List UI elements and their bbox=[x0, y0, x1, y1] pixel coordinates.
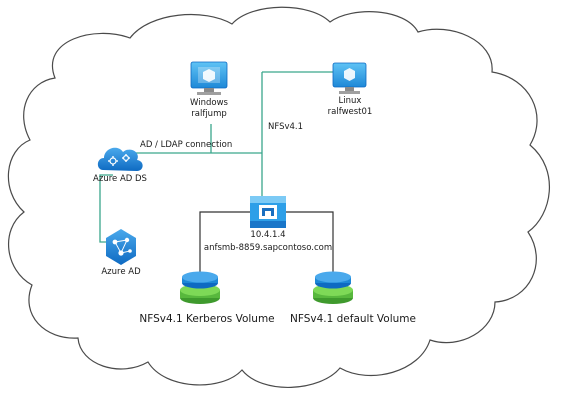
linux-vm-os: Linux bbox=[338, 96, 362, 106]
azure-ad-ds-label: Azure AD DS bbox=[93, 174, 147, 184]
connector-anf-to-kerberos bbox=[199, 211, 250, 272]
connector-anf-to-default bbox=[286, 211, 334, 272]
connector-addsa-to-aad bbox=[99, 174, 113, 243]
ad-ldap-connection-label: AD / LDAP connection bbox=[140, 140, 233, 150]
green-connectors bbox=[99, 71, 335, 243]
linux-vm-icon[interactable] bbox=[332, 62, 367, 94]
nfs-connection-label: NFSv4.1 bbox=[268, 122, 304, 132]
linux-vm-label: Linux ralfwest01 bbox=[328, 96, 373, 117]
windows-vm-icon[interactable] bbox=[190, 61, 228, 95]
kerberos-volume-icon[interactable] bbox=[180, 271, 220, 305]
linux-vm-name: ralfwest01 bbox=[327, 106, 373, 117]
default-volume-label: NFSv4.1 default Volume bbox=[290, 313, 416, 325]
azure-ad-ds-icon[interactable] bbox=[97, 147, 143, 171]
anf-ip-label: 10.4.1.4 bbox=[250, 230, 286, 240]
kerberos-volume-label: NFSv4.1 Kerberos Volume bbox=[139, 313, 275, 325]
azure-ad-icon[interactable] bbox=[106, 229, 136, 265]
anf-host-label: anfsmb-8859.sapcontoso.com bbox=[203, 243, 333, 253]
azure-netapp-files-icon[interactable] bbox=[250, 196, 286, 228]
azure-ad-label: Azure AD bbox=[101, 267, 141, 277]
windows-vm-label: Windows ralfjump bbox=[190, 98, 228, 119]
default-volume-icon[interactable] bbox=[313, 271, 353, 305]
windows-vm-os: Windows bbox=[190, 98, 228, 108]
windows-vm-name: ralfjump bbox=[191, 108, 227, 119]
volume-connectors bbox=[199, 211, 334, 272]
